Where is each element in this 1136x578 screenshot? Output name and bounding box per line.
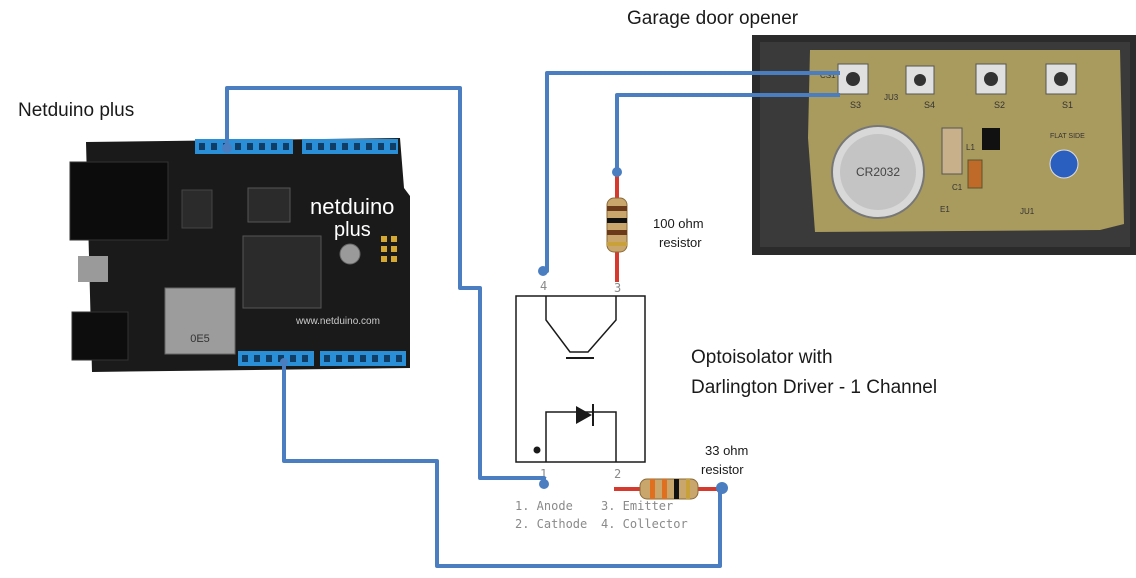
sd-card-slot xyxy=(164,287,236,355)
board-logo-line1: netduino xyxy=(310,194,394,219)
battery-label: CR2032 xyxy=(856,165,900,179)
optoisolator-label-line2: Darlington Driver - 1 Channel xyxy=(691,377,938,398)
pin-2-label: 2 xyxy=(614,467,621,481)
button-s4-label: S4 xyxy=(924,100,935,110)
pin-1-label: 1 xyxy=(540,467,547,481)
button-s3 xyxy=(837,63,869,95)
optoisolator-body xyxy=(515,295,646,463)
ethernet-chip xyxy=(247,187,291,223)
digital-header-right xyxy=(302,139,398,154)
trim-potentiometer xyxy=(1049,149,1079,179)
pinout-anode: 1. Anode xyxy=(515,499,573,513)
power-header xyxy=(238,351,314,366)
board-logo-line2: plus xyxy=(334,219,371,241)
reset-button xyxy=(339,243,361,265)
resistor-33-label-line2: resistor xyxy=(701,462,744,477)
pin-4-label: 4 xyxy=(540,279,547,293)
pcb-label-l1: L1 xyxy=(966,143,975,152)
garage-remote: S3 S4 S2 S1 JU3 CR2032 L1 C1 JU1 E1 CS1 … xyxy=(752,35,1136,255)
pcb-label-c1: C1 xyxy=(952,183,963,192)
pcb-label-cs1: CS1 xyxy=(820,71,836,80)
resistor-100-ohm xyxy=(606,172,628,282)
pcb-label-ju1: JU1 xyxy=(1020,207,1035,216)
main-chip xyxy=(242,235,322,309)
resistor-100-label-line2: resistor xyxy=(659,235,702,250)
wire-d-pin-to-anode xyxy=(225,86,546,484)
flat-side-label: FLAT SIDE xyxy=(1050,133,1085,140)
digital-header-left xyxy=(195,139,293,154)
pinout-collector: 4. Collector xyxy=(601,517,688,531)
button-s2 xyxy=(975,63,1007,95)
sd-card-label: 0E5 xyxy=(190,333,210,345)
button-s3-label: S3 xyxy=(850,100,861,110)
pinout-cathode: 2. Cathode xyxy=(515,517,587,531)
pcb-label-ju3: JU3 xyxy=(884,93,899,102)
pinout-emitter: 3. Emitter xyxy=(601,499,673,513)
button-s2-label: S2 xyxy=(994,100,1005,110)
wire-gnd-to-resistor33 xyxy=(282,362,722,568)
netduino-label: Netduino plus xyxy=(18,100,135,121)
wire-junctions xyxy=(222,143,728,494)
usb-port xyxy=(78,256,108,282)
wire-resistor100-to-remote xyxy=(615,93,840,172)
led-diode xyxy=(576,406,592,424)
pin1-dot xyxy=(533,446,541,454)
resistor-100-label-line1: 100 ohm xyxy=(653,216,704,231)
optoisolator: 4 3 1 2 1. Anode 2. Cathode 3. Emitter 4… xyxy=(515,279,688,531)
ethernet-jack xyxy=(69,161,169,241)
pcb-label-e1: E1 xyxy=(940,205,950,214)
netduino-board: 0E5 netduino plus www.netduino.com xyxy=(69,138,410,372)
optoisolator-label-line1: Optoisolator with xyxy=(691,347,833,368)
board-url: www.netduino.com xyxy=(295,316,380,327)
resistor-33-ohm xyxy=(614,478,722,500)
button-s1-label: S1 xyxy=(1062,100,1073,110)
power-jack xyxy=(71,311,129,361)
resistor-33-label-line1: 33 ohm xyxy=(705,443,749,458)
pin-3-label: 3 xyxy=(614,281,621,295)
garage-opener-label: Garage door opener xyxy=(627,8,799,29)
